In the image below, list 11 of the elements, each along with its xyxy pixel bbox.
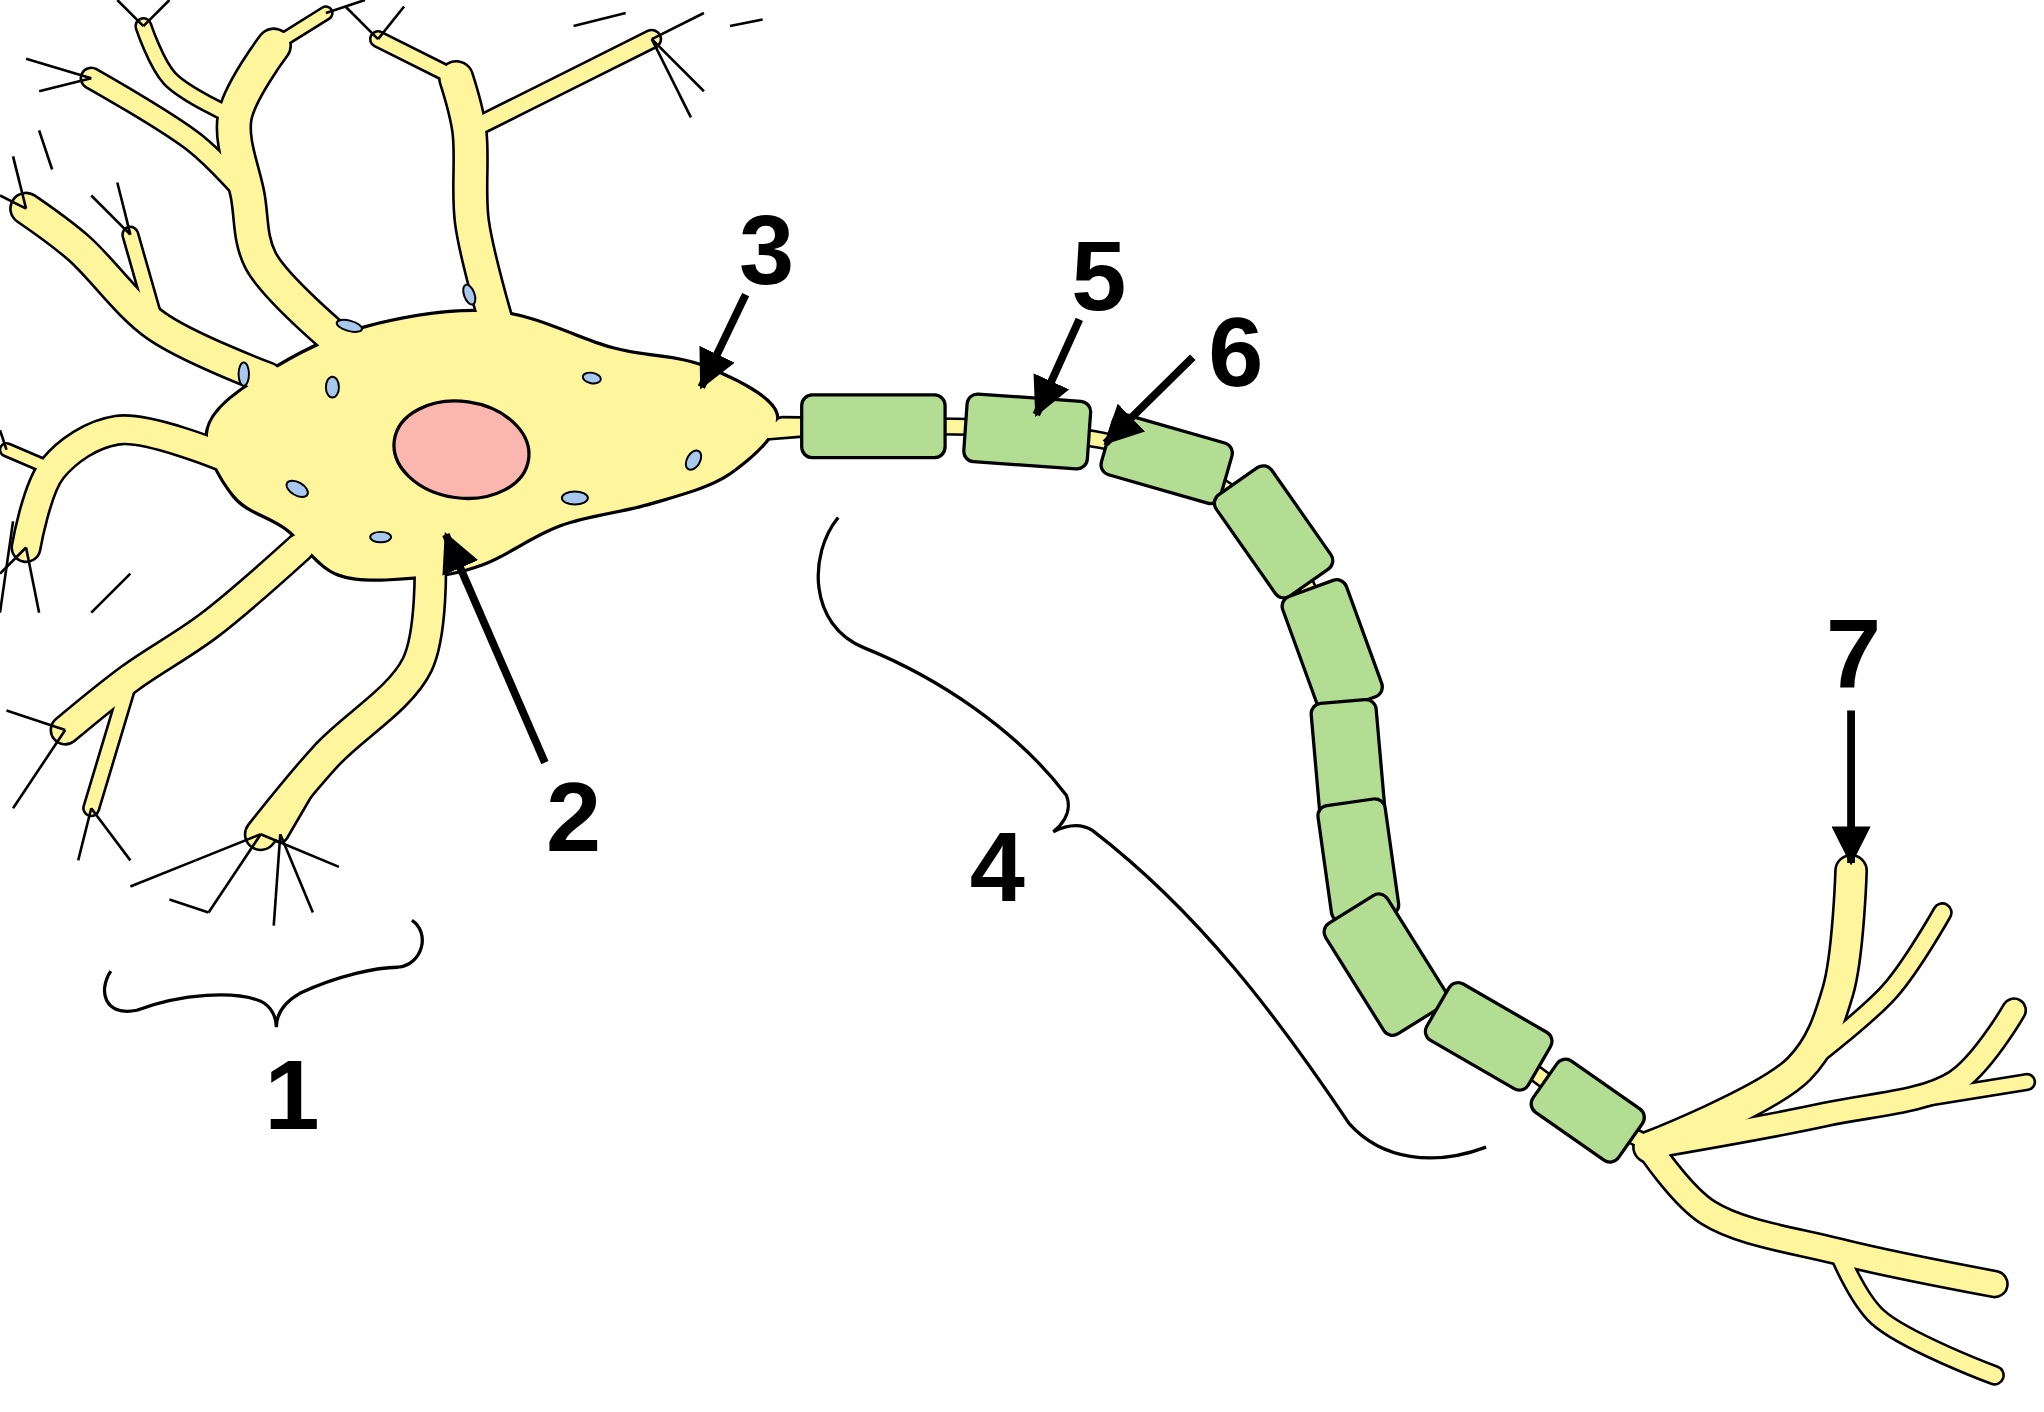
- callout-number: 6: [1199, 302, 1273, 397]
- leader-arrow: [1102, 354, 1196, 446]
- callout-number: 1: [263, 1045, 321, 1140]
- leader-arrow: [697, 292, 750, 390]
- leader-arrow: [442, 532, 549, 765]
- callout-number: 2: [537, 767, 611, 862]
- callout-number: 4: [968, 817, 1026, 912]
- callout-number: 7: [1817, 604, 1891, 699]
- callout-number: 5: [1062, 226, 1136, 321]
- callout-number: 3: [730, 200, 803, 295]
- leader-arrow: [1032, 317, 1083, 417]
